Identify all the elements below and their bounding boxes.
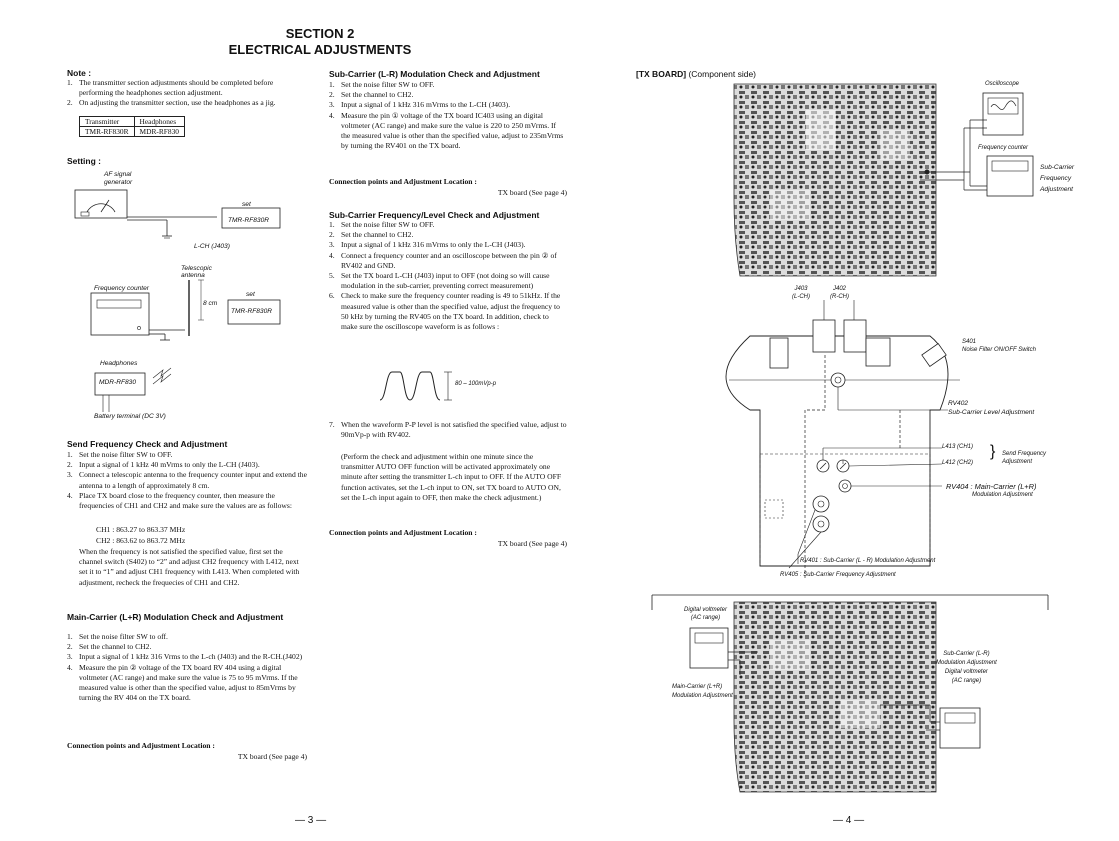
list-item: 2.Input a signal of 1 kHz 40 mVrms to on… <box>67 460 260 470</box>
rv405-label: RV405 : Sub-Carrier Frequency Adjustment <box>780 572 896 578</box>
send-frequency-heading: Send Frequency Check and Adjustment <box>67 439 228 449</box>
rv401-label: RV401 : Sub-Carrier (L - R) Modulation A… <box>800 558 936 564</box>
list-item: 2.Set the channel to CH2. <box>329 230 414 240</box>
connection-points-value: TX board (See page 4) <box>497 188 567 197</box>
s401-label: S401 Noise Filter ON/OFF Switch <box>962 339 1036 353</box>
setting-diagram <box>74 189 281 412</box>
digital-voltmeter-label: Digital voltmeter (AC range) <box>684 607 728 621</box>
sub-carrier-freq-list: 1.Set the noise filter SW to OFF. 2.Set … <box>329 220 567 332</box>
list-item: 1.Set the noise filter SW to OFF. <box>67 450 173 459</box>
list-item: 1.Set the noise filter SW to OFF. <box>329 80 435 89</box>
list-item: 3.Input a signal of 1 kHz 316 mVrms to o… <box>329 240 526 250</box>
oscilloscope-label: Oscilloscope <box>985 81 1020 87</box>
page-title: ELECTRICAL ADJUSTMENTS <box>228 42 412 57</box>
sub-carrier-freq-heading: Sub-Carrier Frequency/Level Check and Ad… <box>329 210 540 220</box>
table-header: Transmitter <box>79 116 135 127</box>
battery-terminal-label: Battery terminal (DC 3V) <box>94 413 166 420</box>
list-item: 3.Input a signal of 1 kHz 316 Vrms to th… <box>67 652 303 662</box>
auto-off-note: (Perform the check and adjustment within… <box>341 452 562 502</box>
waveform-level-label: 80 – 100mVp-p <box>455 381 497 387</box>
table-cell: TMR-RF830R <box>79 126 135 137</box>
list-item: 4.Connect a frequency counter and an osc… <box>329 250 557 270</box>
list-item: 2.On adjusting the transmitter section, … <box>67 98 276 108</box>
list-item: 1.The transmitter section adjustments sh… <box>67 78 274 98</box>
ch1-range: CH1 : 863.27 to 863.37 MHz <box>96 525 186 534</box>
model-table: Transmitter Headphones TMR-RF830R MDR-RF… <box>79 116 185 137</box>
list-item: 1.Set the noise filter SW to off. <box>67 632 168 641</box>
set-label: set <box>242 201 251 208</box>
connection-points-value: TX board (See page 4) <box>237 752 307 761</box>
list-item: 5.Set the TX board L-CH (J403) input to … <box>329 271 550 291</box>
send-frequency-note: When the frequency is not satisfied the … <box>79 547 300 587</box>
ch2-range: CH2 : 863.62 to 863.72 MHz <box>96 536 186 545</box>
sub-carrier-lr-list: 1.Set the noise filter SW to OFF. 2.Set … <box>329 80 567 151</box>
list-item: 1.Set the noise filter SW to OFF. <box>329 220 435 229</box>
page-number-left: — 3 — <box>295 815 327 826</box>
j403-label: J403 (L-CH) <box>792 286 810 300</box>
telescopic-antenna-label: Telescopic antenna <box>181 265 212 279</box>
rv402-label: RV402 Sub-Carrier Level Adjustment <box>948 400 1035 416</box>
list-item: 2.Set the channel to CH2. <box>67 642 152 652</box>
frequency-counter-label: Frequency counter <box>94 285 149 292</box>
table-header: Headphones <box>133 116 185 127</box>
brace-icon: } <box>990 443 996 460</box>
waveform-diagram <box>379 371 452 401</box>
list-item: 4.Place TX board close to the frequency … <box>67 490 292 511</box>
headphones-label: Headphones <box>100 360 138 367</box>
note-list: 1.The transmitter section adjustments sh… <box>67 78 307 109</box>
page-number-right: — 4 — <box>833 815 865 826</box>
connection-points-value: TX board (See page 4) <box>497 539 567 548</box>
list-item: 3.Connect a telescopic antenna to the fr… <box>67 470 307 490</box>
list-item: 6.Check to make sure the frequency count… <box>329 291 561 332</box>
main-carrier-mod-label: Main-Carrier (L+R) Modulation Adjustment <box>672 684 733 699</box>
sub-carrier-freq-list-cont: 7.When the waveform P-P level is not sat… <box>329 420 567 440</box>
connection-points-label: Connection points and Adjustment Locatio… <box>329 177 477 186</box>
connection-points-label: Connection points and Adjustment Locatio… <box>329 528 477 537</box>
af-signal-generator-label: AF signal generator <box>104 171 133 186</box>
list-item: 3.Input a signal of 1 kHz 316 mVrms to t… <box>329 100 511 110</box>
rv404-label: RV404 : Main-Carrier (L+R) <box>946 482 1037 491</box>
list-item: 7.When the waveform P-P level is not sat… <box>329 420 567 440</box>
frequency-counter-label: Frequency counter <box>978 145 1029 151</box>
main-carrier-list: 1.Set the noise filter SW to off. 2.Set … <box>67 632 307 703</box>
sub-carrier-lr-mod-label: Sub-Carrier (L-R) Modulation Adjustment … <box>936 651 997 684</box>
send-frequency-adj-label: Send Frequency Adjustment <box>1002 451 1047 465</box>
list-item: 4.Measure the pin ① voltage of the TX bo… <box>329 110 564 151</box>
rv404-sub-label: Modulation Adjustment <box>972 492 1033 498</box>
list-item: 4.Measure the pin ② voltage of the TX bo… <box>67 662 298 703</box>
lch-label: L-CH (J403) <box>194 243 230 250</box>
j402-label: J402 (R-CH) <box>830 286 849 300</box>
connection-points-label: Connection points and Adjustment Locatio… <box>67 741 215 750</box>
note-label: Note : <box>67 68 92 78</box>
table-cell: MDR-RF830 <box>133 126 185 137</box>
list-item: 2.Set the channel to CH2. <box>329 90 414 100</box>
tx-board-diagram <box>651 83 1049 793</box>
send-frequency-list: 1.Set the noise filter SW to OFF. 2.Inpu… <box>67 450 307 511</box>
section-number: SECTION 2 <box>285 26 355 41</box>
tx-board-heading: [TX BOARD] (Component side) <box>636 69 756 79</box>
l413-label: L413 (CH1) <box>942 444 974 450</box>
headphones-model-label: MDR-RF830 <box>99 379 137 386</box>
transmitter-label: TMR-RF830R <box>231 308 273 315</box>
l412-label: L412 (CH2) <box>942 460 974 466</box>
transmitter-label: TMR-RF830R <box>228 217 270 224</box>
sub-carrier-frequency-adj-label: Sub-Carrier Frequency Adjustment <box>1040 164 1075 193</box>
setting-label: Setting : <box>67 156 101 166</box>
main-carrier-heading: Main-Carrier (L+R) Modulation Check and … <box>67 612 284 622</box>
set-label: set <box>246 291 255 298</box>
distance-label: 8 cm <box>203 300 218 307</box>
sub-carrier-lr-heading: Sub-Carrier (L-R) Modulation Check and A… <box>329 69 540 79</box>
